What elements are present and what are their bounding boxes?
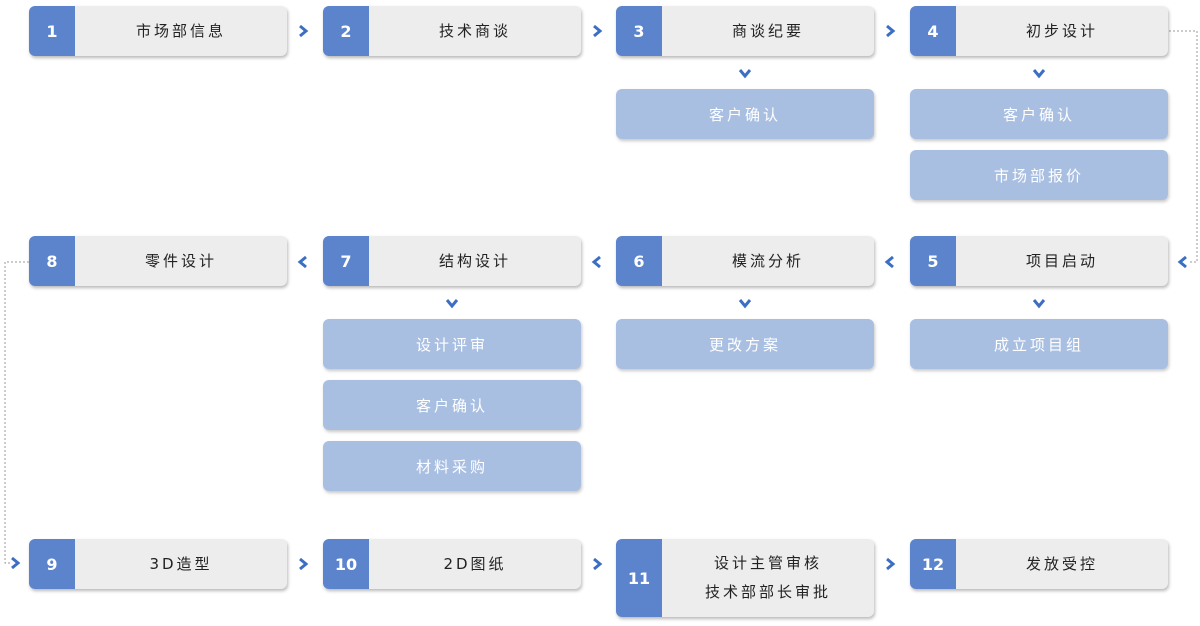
step-12: 12 发放受控 (910, 539, 1168, 589)
step-4: 4 初步设计 (910, 6, 1168, 56)
substep-7-3: 材料采购 (323, 441, 581, 491)
substep-7-2: 客户确认 (323, 380, 581, 430)
step-number: 12 (910, 539, 956, 589)
step-number: 5 (910, 236, 956, 286)
step-number: 1 (29, 6, 75, 56)
step-number: 11 (616, 539, 662, 617)
step-label: 初步设计 (1025, 21, 1098, 40)
chevron-right-icon (590, 24, 604, 38)
step-label: 设计主管审核 技术部部长审批 (704, 554, 831, 601)
step-label: 3D造型 (149, 554, 213, 573)
chevron-right-icon (296, 557, 310, 571)
step-number: 4 (910, 6, 956, 56)
step-5: 5 项目启动 (910, 236, 1168, 286)
step-label: 技术商谈 (438, 21, 511, 40)
chevron-left-icon (296, 255, 310, 269)
step-8: 8 零件设计 (29, 236, 287, 286)
step-1: 1 市场部信息 (29, 6, 287, 56)
chevron-down-icon (445, 296, 459, 310)
step-label: 结构设计 (438, 251, 511, 270)
step-9: 9 3D造型 (29, 539, 287, 589)
chevron-down-icon (738, 296, 752, 310)
step-label: 项目启动 (1025, 251, 1098, 270)
step-number: 2 (323, 6, 369, 56)
step-number: 6 (616, 236, 662, 286)
chevron-left-icon (883, 255, 897, 269)
chevron-right-icon (296, 24, 310, 38)
substep-5-1: 成立项目组 (910, 319, 1168, 369)
chevron-left-icon (1176, 255, 1190, 269)
chevron-down-icon (1032, 66, 1046, 80)
step-label: 2D图纸 (443, 554, 507, 573)
step-label: 零件设计 (144, 251, 217, 270)
chevron-right-icon (8, 556, 22, 570)
chevron-right-icon (883, 24, 897, 38)
step-number: 8 (29, 236, 75, 286)
step-label: 发放受控 (1025, 554, 1098, 573)
step-3: 3 商谈纪要 (616, 6, 874, 56)
substep-7-1: 设计评审 (323, 319, 581, 369)
substep-6-1: 更改方案 (616, 319, 874, 369)
chevron-right-icon (883, 557, 897, 571)
chevron-down-icon (738, 66, 752, 80)
step-number: 10 (323, 539, 369, 589)
step-7: 7 结构设计 (323, 236, 581, 286)
step-number: 7 (323, 236, 369, 286)
step-number: 9 (29, 539, 75, 589)
step-label: 市场部信息 (135, 21, 226, 40)
step-11: 11 设计主管审核 技术部部长审批 (616, 539, 874, 617)
substep-4-1: 客户确认 (910, 89, 1168, 139)
substep-3-1: 客户确认 (616, 89, 874, 139)
chevron-down-icon (1032, 296, 1046, 310)
chevron-left-icon (590, 255, 604, 269)
step-label: 商谈纪要 (731, 21, 804, 40)
chevron-right-icon (590, 557, 604, 571)
step-6: 6 模流分析 (616, 236, 874, 286)
step-2: 2 技术商谈 (323, 6, 581, 56)
substep-4-2: 市场部报价 (910, 150, 1168, 200)
step-label: 模流分析 (731, 251, 804, 270)
connector-8-to-9 (4, 261, 29, 564)
step-10: 10 2D图纸 (323, 539, 581, 589)
step-number: 3 (616, 6, 662, 56)
